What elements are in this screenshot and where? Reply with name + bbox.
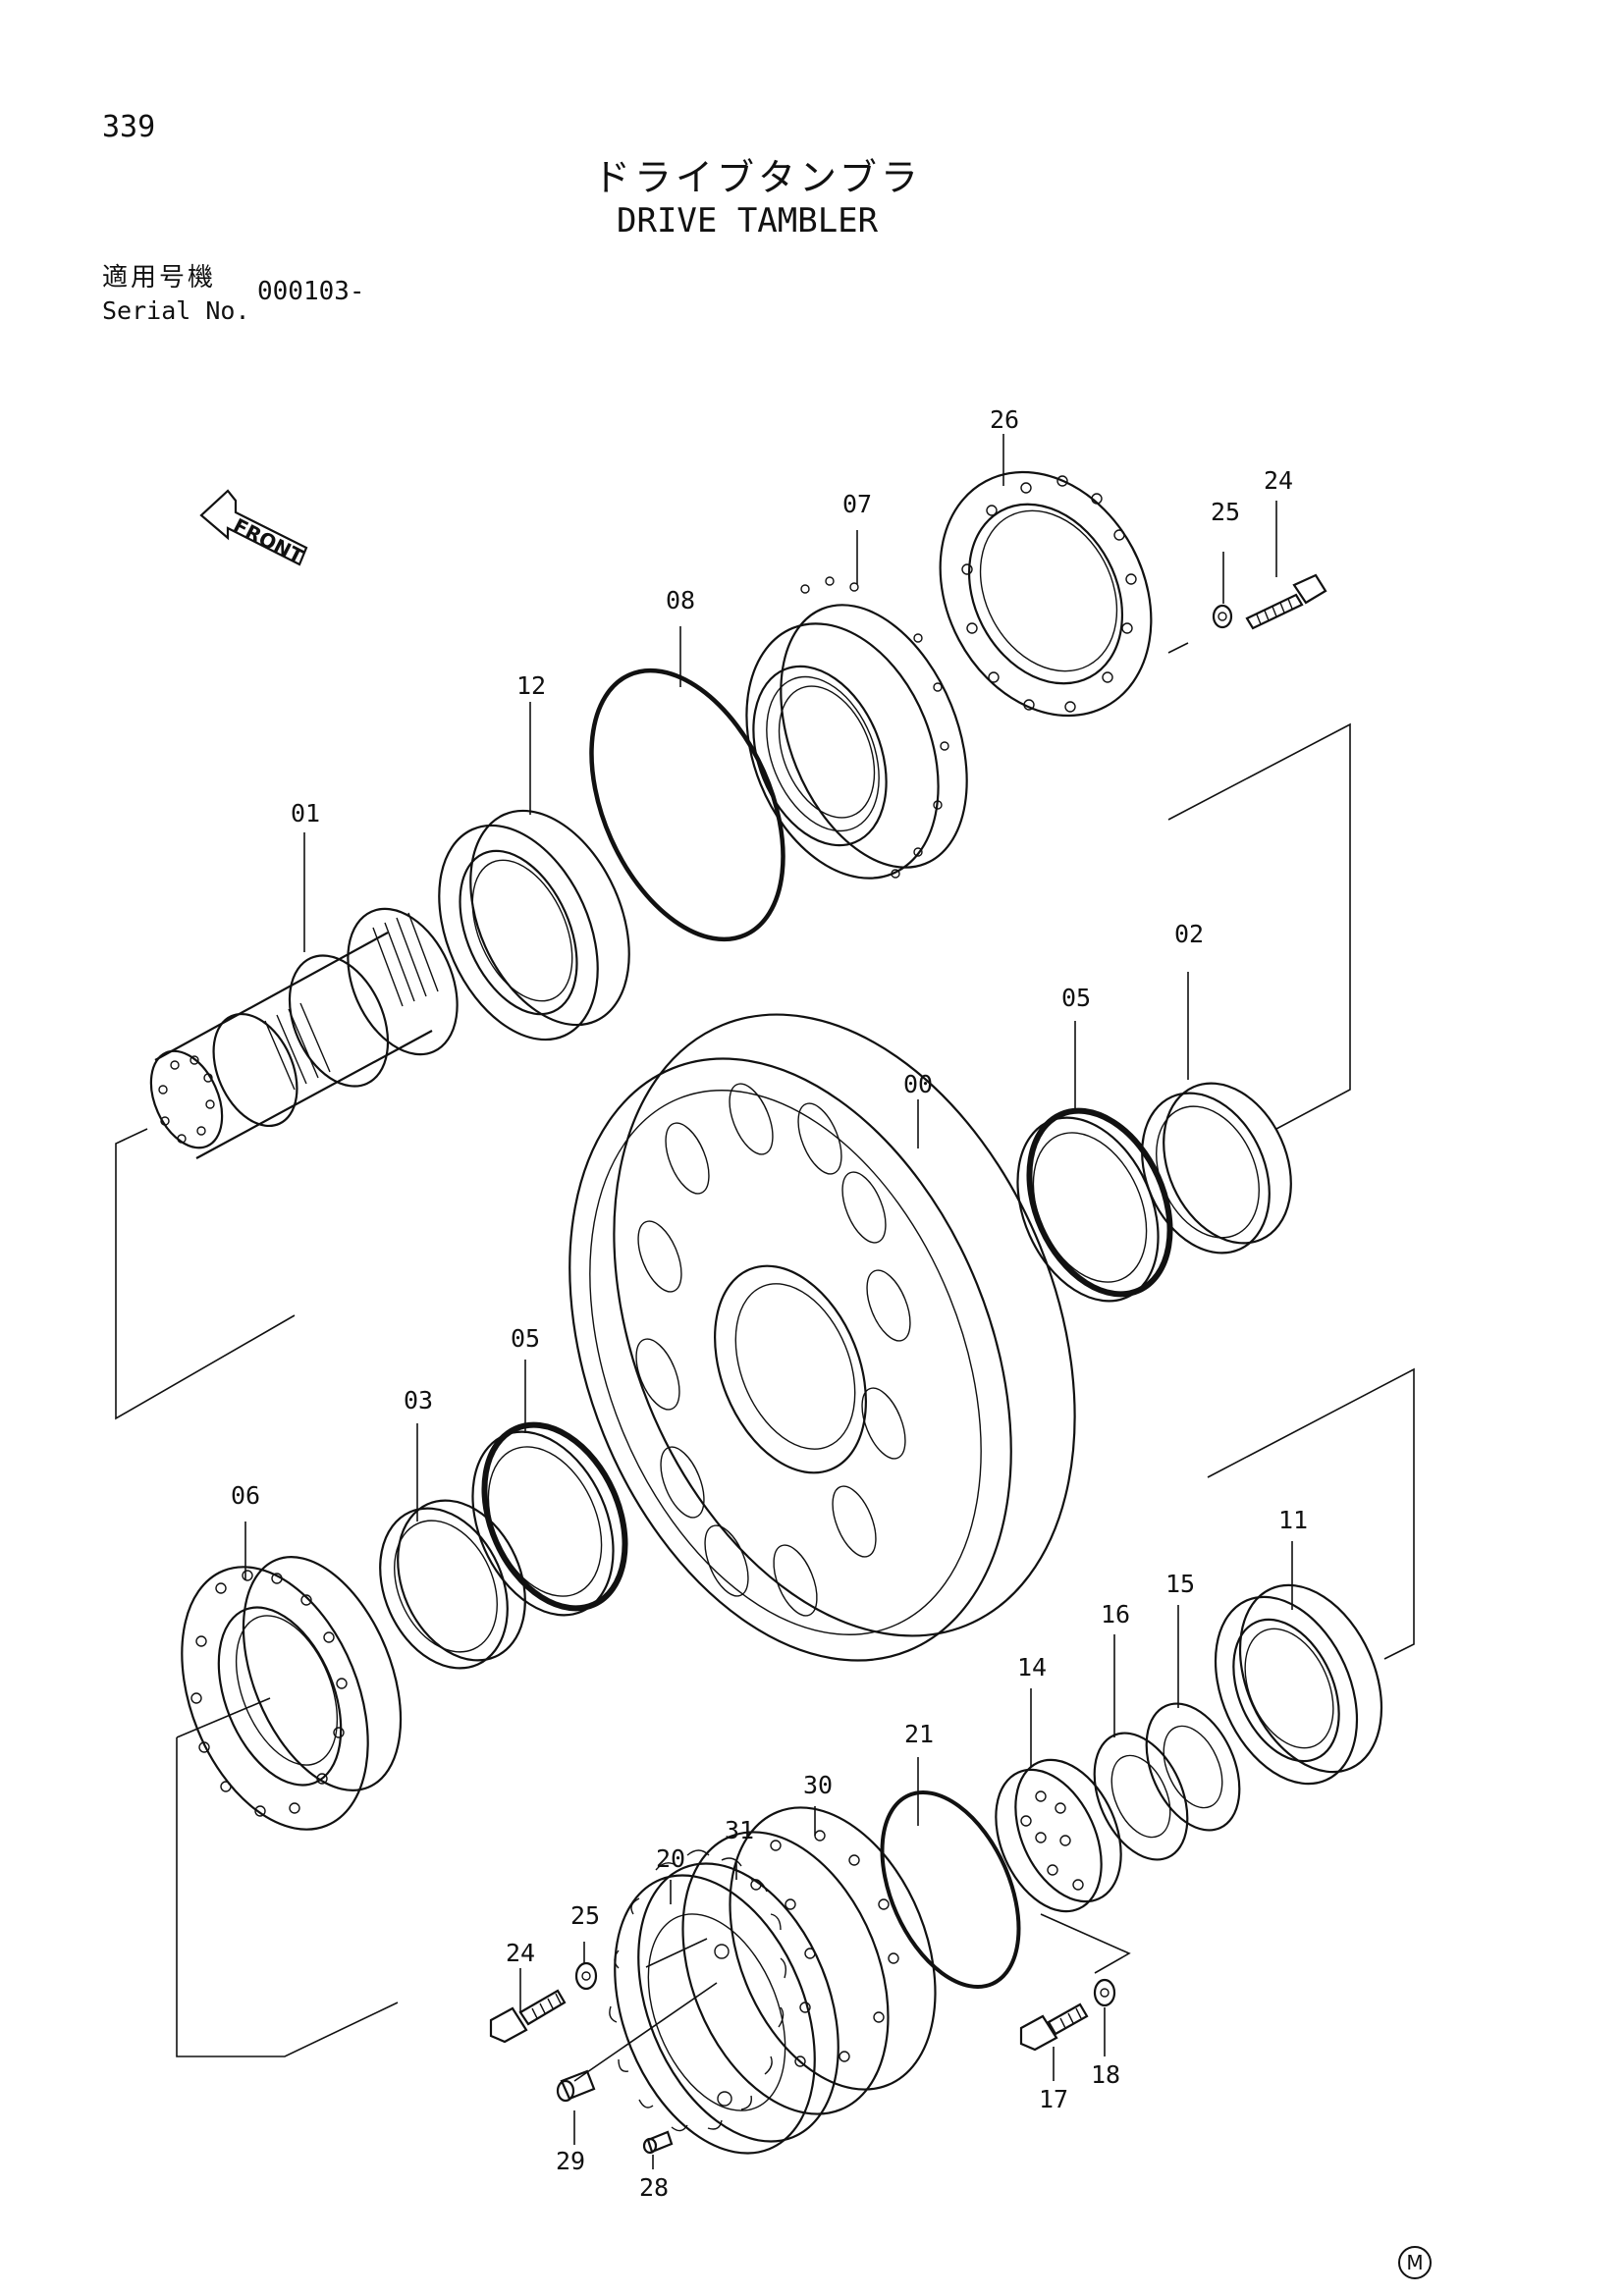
front-arrow-icon: FRONT <box>199 489 308 568</box>
callout-26: 26 <box>990 405 1019 434</box>
serial-number-value: 000103- <box>257 277 365 306</box>
part-03-bearing-cup <box>379 1499 526 1670</box>
callout-11: 11 <box>1278 1506 1308 1534</box>
part-28-pin <box>642 2130 674 2155</box>
part-24-bolt-top <box>1245 573 1327 630</box>
part-14-plate <box>995 1758 1122 1913</box>
callout-17: 17 <box>1039 2085 1068 2113</box>
callout-06: 06 <box>231 1481 260 1510</box>
callout-21: 21 <box>904 1720 934 1748</box>
callout-25-top: 25 <box>1211 498 1240 526</box>
callout-20: 20 <box>656 1844 685 1873</box>
part-05-seal-left <box>471 1421 628 1617</box>
page-number: 339 <box>102 110 156 144</box>
part-30-plate <box>729 1806 937 2091</box>
serial-label-english: Serial No. <box>102 296 250 325</box>
front-label: FRONT <box>230 513 307 568</box>
footer-mark-icon: M <box>1398 2246 1432 2279</box>
title-english: DRIVE TAMBLER <box>617 201 879 240</box>
serial-label-japanese: 適用号機 <box>102 263 217 293</box>
callout-08: 08 <box>666 586 695 614</box>
callout-30: 30 <box>803 1771 833 1799</box>
part-02-bearing-cup <box>1141 1082 1292 1255</box>
callout-05-right: 05 <box>1061 984 1091 1012</box>
part-01-spindle-shaft <box>149 907 459 1159</box>
part-16-shim <box>1093 1732 1189 1861</box>
part-05-seal-right <box>1016 1107 1173 1303</box>
callout-00: 00 <box>903 1070 933 1098</box>
callout-labels: 26 07 08 12 01 25 24 02 05 00 05 03 06 1… <box>231 405 1308 2202</box>
part-20-segment-sprocket <box>609 1849 839 2155</box>
callout-24-lower: 24 <box>506 1939 535 1967</box>
part-08-o-ring <box>589 667 785 942</box>
part-00-sprocket-wheel <box>568 1013 1076 1662</box>
part-29-plug <box>556 2069 596 2103</box>
part-18-washer <box>1093 1978 1116 2007</box>
part-25-washer-lower <box>574 1961 598 1991</box>
part-21-o-ring <box>880 1790 1021 1989</box>
callout-28: 28 <box>639 2173 669 2202</box>
callout-07: 07 <box>842 490 872 518</box>
callout-14: 14 <box>1017 1653 1047 1682</box>
callout-01: 01 <box>291 799 320 828</box>
callout-03: 03 <box>404 1386 433 1415</box>
part-06-housing <box>181 1556 403 1831</box>
callout-18: 18 <box>1091 2060 1120 2089</box>
callout-02: 02 <box>1174 920 1204 948</box>
part-17-bolt <box>1019 2002 1089 2052</box>
part-12-bearing <box>438 809 630 1041</box>
part-07-hub-housing <box>745 576 968 880</box>
leader-lines <box>115 434 1415 2169</box>
callout-15: 15 <box>1165 1570 1195 1598</box>
title-japanese: ドライブタンブラ <box>593 156 922 199</box>
callout-12: 12 <box>516 671 546 700</box>
callout-31: 31 <box>725 1816 754 1844</box>
callout-16: 16 <box>1101 1600 1130 1629</box>
part-15-shim <box>1145 1702 1241 1832</box>
callout-24-top: 24 <box>1264 466 1293 495</box>
part-26-flange-plate <box>939 470 1153 718</box>
callout-05-left: 05 <box>511 1324 540 1353</box>
part-25-washer-top <box>1212 604 1233 629</box>
part-11-bearing <box>1214 1583 1383 1786</box>
callout-29: 29 <box>556 2147 585 2175</box>
part-24-bolt-lower <box>489 1989 567 2044</box>
callout-25-lower: 25 <box>570 1901 600 1930</box>
